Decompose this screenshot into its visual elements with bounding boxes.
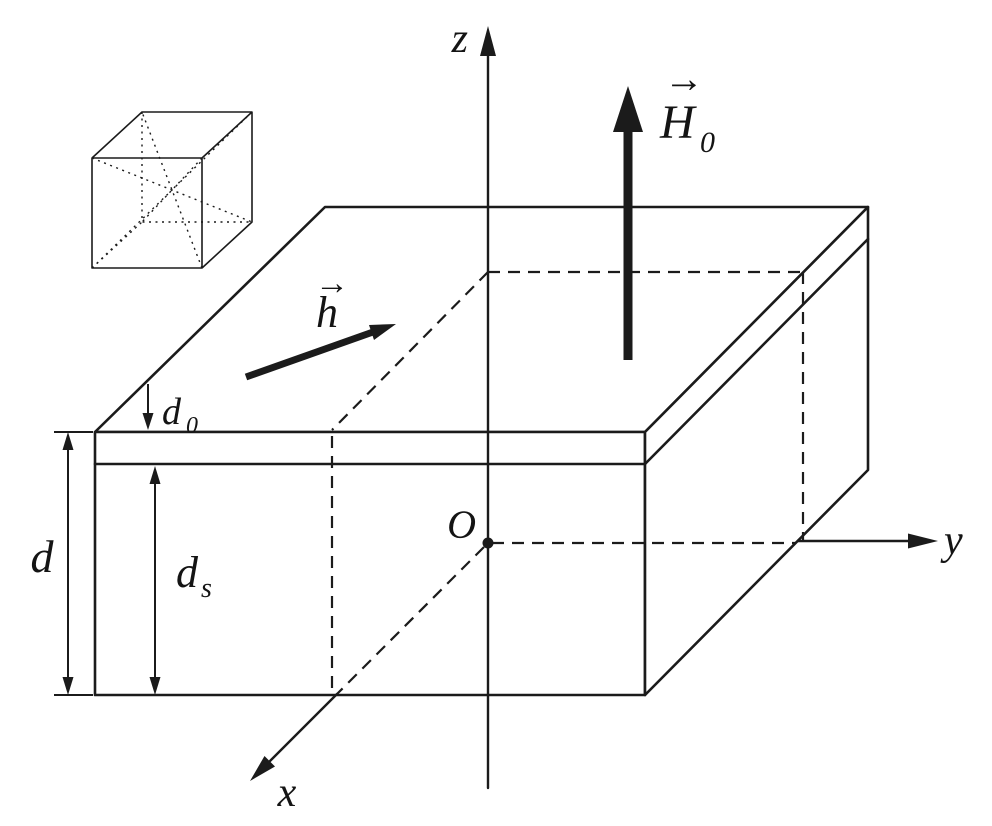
hidden-construction-lines [330, 270, 805, 695]
y-axis: y [796, 518, 963, 564]
crystal-structure-cube [91, 111, 253, 269]
h-letter: h [316, 288, 338, 337]
dimension-ds: d s [149, 466, 212, 695]
dimension-d0-letter: d [162, 391, 182, 433]
x-axis: x [250, 692, 339, 816]
y-axis-label: y [940, 518, 963, 564]
dimension-d0-arrowhead [142, 413, 154, 430]
H0-arrowhead [613, 86, 643, 132]
x-axis-line [268, 692, 339, 763]
dimension-d0: d 0 [142, 384, 198, 439]
hidden-line-x-axis-inside [336, 546, 485, 695]
H0-vector-arrow-icon: → [664, 56, 704, 101]
z-axis: z [451, 16, 496, 790]
z-axis-label: z [451, 16, 468, 62]
H0-field-vector: → H 0 [613, 56, 715, 360]
H0-subscript: 0 [700, 126, 715, 159]
dimension-ds-letter: d [176, 548, 199, 597]
slab [93, 205, 870, 697]
x-axis-arrowhead [250, 756, 275, 781]
h-arrow-shaft [244, 328, 375, 381]
z-axis-arrowhead [480, 26, 496, 56]
h-vector-arrow-icon: → [315, 265, 349, 302]
slab-right-face [643, 205, 870, 697]
H0-label: → H 0 [659, 56, 715, 159]
dimension-d0-subscript: 0 [186, 413, 198, 439]
origin-dot [482, 537, 494, 549]
slab-film-boundary-right [643, 237, 870, 466]
cube-body-diagonals [91, 111, 253, 269]
dimension-ds-arrowhead-top [149, 466, 161, 484]
dimension-d-arrowhead-bottom [62, 677, 74, 695]
h-field-vector: → h [244, 265, 396, 381]
dimension-d: d [31, 431, 93, 696]
dimension-ds-arrowhead-bottom [149, 677, 161, 695]
hidden-line-top-along-x [331, 271, 489, 431]
dimension-d-arrowhead-top [62, 432, 74, 450]
y-axis-arrowhead [908, 533, 938, 549]
origin: O [447, 502, 494, 549]
dimension-d-label: d [31, 531, 55, 582]
H0-letter: H [659, 96, 697, 149]
x-axis-label: x [277, 770, 297, 816]
h-label: → h [315, 265, 349, 337]
h-arrowhead [369, 324, 396, 340]
dimension-ds-subscript: s [201, 573, 212, 604]
origin-label: O [447, 502, 476, 547]
cube-hidden-edges [91, 112, 252, 269]
